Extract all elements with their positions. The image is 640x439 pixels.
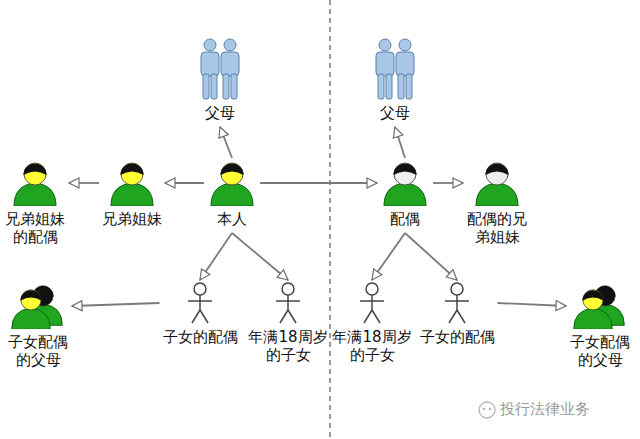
relation-label: 子女的配偶 [420, 328, 495, 346]
relation-arrow [395, 127, 405, 158]
relation-arrow [405, 233, 457, 280]
relation-label: 年满18周岁的子女 [248, 328, 328, 364]
person-node: 父母 [196, 38, 244, 125]
relation-label: 子女的配偶 [163, 328, 238, 346]
person-icon [372, 38, 418, 100]
relation-label: 年满18周岁的子女 [332, 328, 412, 364]
person-node: 年满18周岁的子女 [331, 282, 413, 367]
person-icon [570, 283, 630, 329]
person-icon [207, 160, 257, 206]
person-node: 年满18周岁的子女 [247, 282, 329, 367]
person-icon [197, 38, 243, 100]
relation-label: 本人 [217, 210, 247, 228]
relation-label: 子女配偶的父母 [7, 333, 69, 369]
person-icon [185, 282, 215, 324]
relation-label: 父母 [380, 104, 410, 122]
divider-line [330, 0, 331, 439]
person-icon [10, 160, 60, 206]
relation-arrow [69, 182, 99, 184]
person-node: 子女配偶的父母 [568, 283, 632, 372]
person-node: 兄弟姐妹 [101, 160, 163, 231]
person-icon [107, 160, 157, 206]
relation-label: 兄弟姐妹的配偶 [4, 210, 66, 246]
person-icon [8, 283, 68, 329]
person-node: 配偶 [379, 160, 431, 231]
relation-arrow [72, 303, 160, 306]
watermark: 投行法律业务 [500, 400, 590, 419]
relation-arrow [200, 233, 232, 280]
relation-label: 配偶的兄弟姐妹 [466, 210, 528, 246]
person-icon [380, 160, 430, 206]
person-node: 父母 [371, 38, 419, 125]
relation-arrow [372, 233, 405, 280]
relation-label: 兄弟姐妹 [102, 210, 162, 228]
person-icon [442, 282, 472, 324]
person-icon [273, 282, 303, 324]
relation-label: 配偶 [390, 210, 420, 228]
person-node: 本人 [206, 160, 258, 231]
relation-arrow [260, 182, 377, 184]
relation-label: 父母 [205, 104, 235, 122]
person-node: 配偶的兄弟姐妹 [465, 160, 529, 249]
relation-arrow [165, 182, 204, 184]
person-icon [472, 160, 522, 206]
person-node: 兄弟姐妹的配偶 [3, 160, 67, 249]
relation-arrow [433, 182, 463, 184]
relation-label: 子女配偶的父母 [569, 333, 631, 369]
person-node: 子女的配偶 [162, 282, 239, 349]
person-icon [357, 282, 387, 324]
watermark-icon [479, 402, 495, 418]
relation-arrow [498, 303, 567, 306]
relation-arrow [220, 127, 232, 158]
person-node: 子女的配偶 [419, 282, 496, 349]
person-node: 子女配偶的父母 [6, 283, 70, 372]
relation-arrow [232, 233, 288, 280]
